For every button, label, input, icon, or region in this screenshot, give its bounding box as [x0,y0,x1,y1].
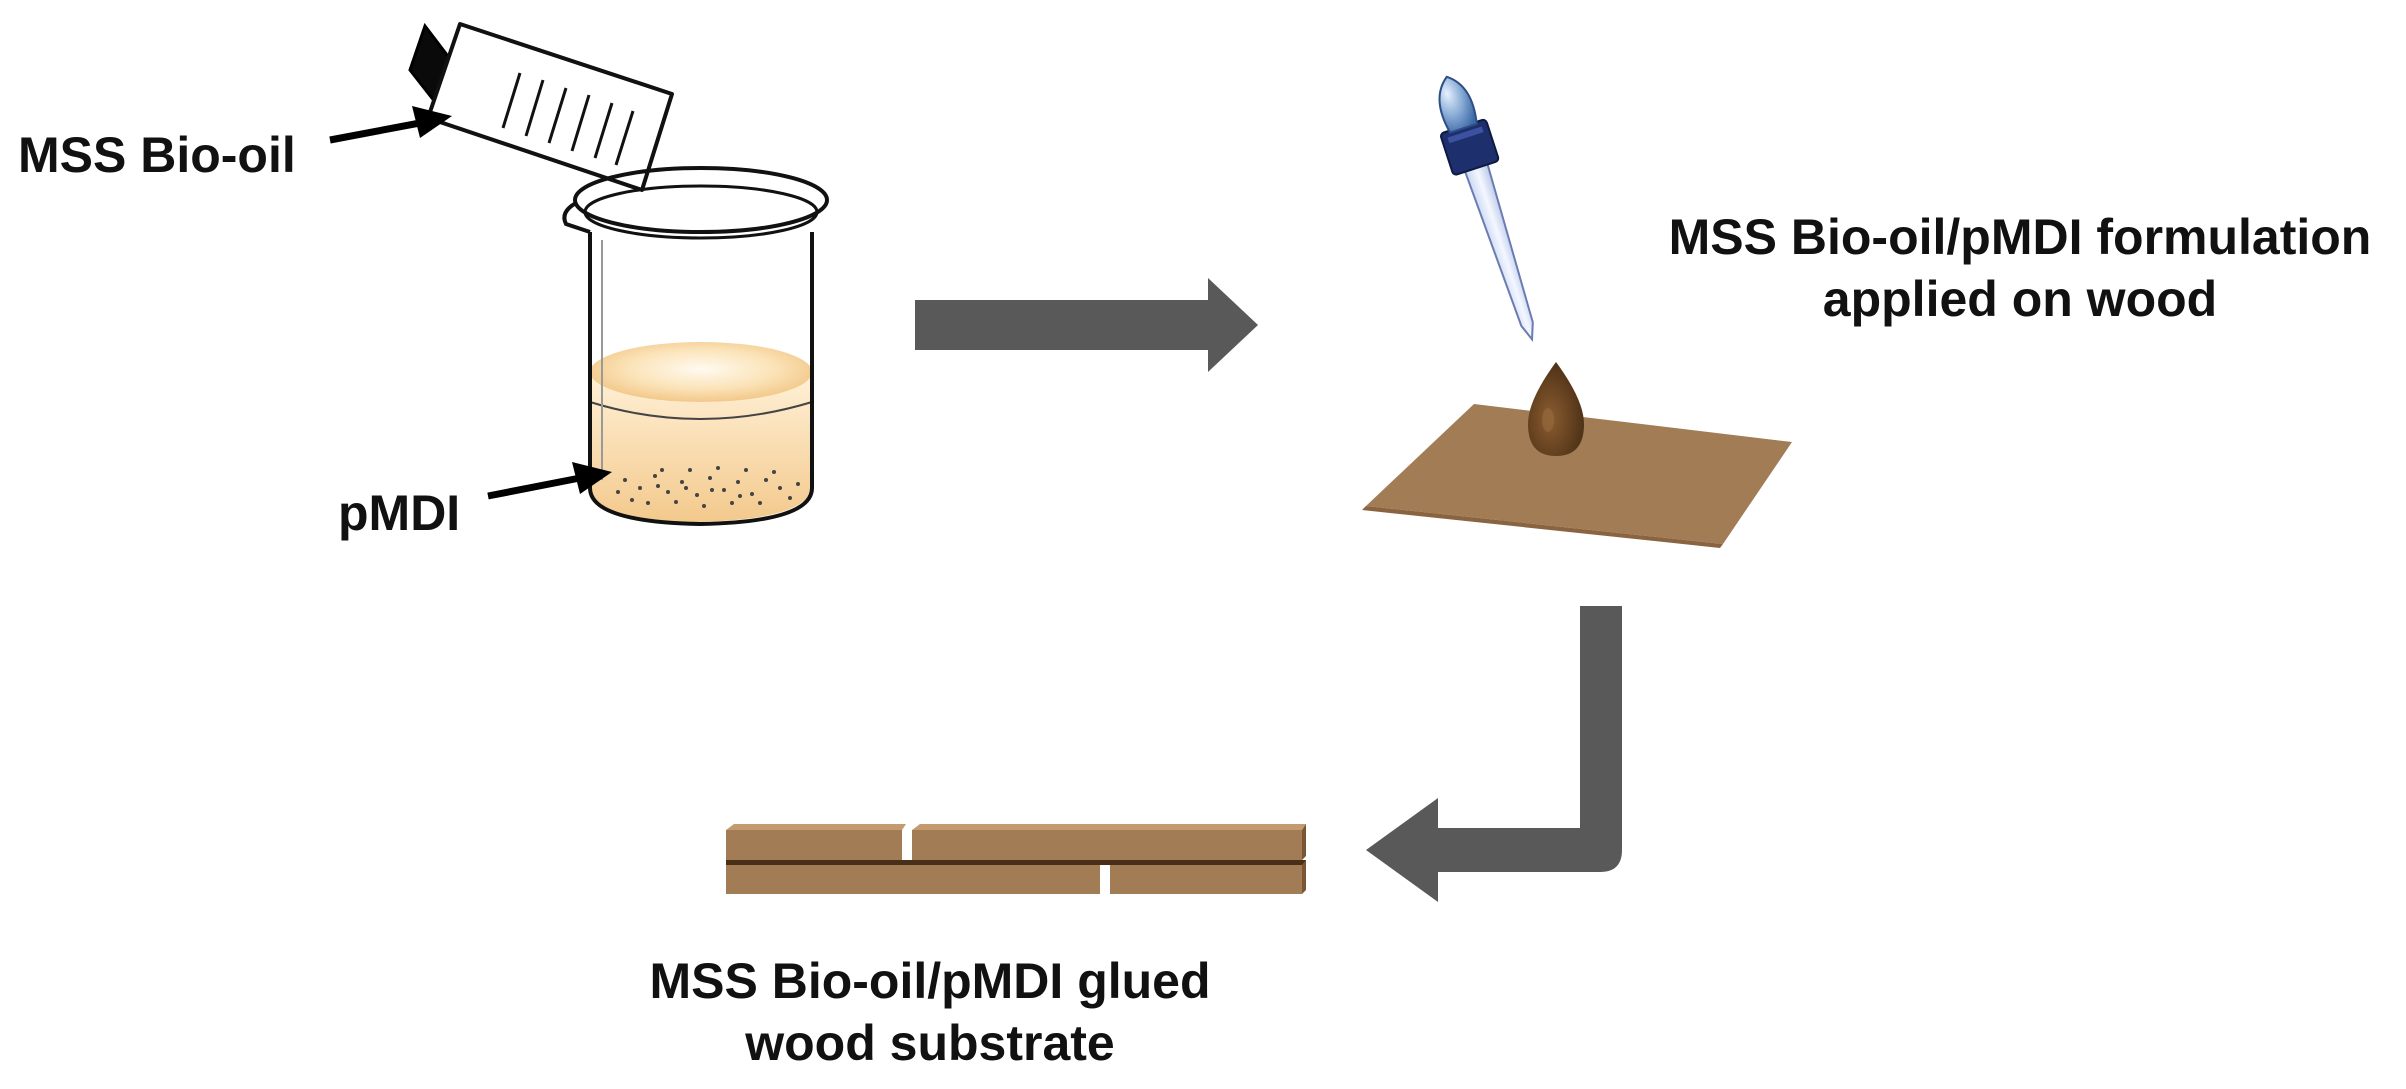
glue-line [726,860,1306,865]
bottom-board-right [1110,860,1306,894]
bio-oil-bottle [408,22,674,192]
formulation-label-line1: MSS Bio-oil/pMDI formulation [1668,209,2372,265]
top-board-left [726,824,906,860]
wood-plate [1362,404,1792,548]
bottom-board-left [726,865,1100,894]
glued-wood-substrate [726,824,1306,894]
formulation-label: MSS Bio-oil/pMDI formulation applied on … [1640,206,2400,330]
glued-substrate-label-line1: MSS Bio-oil/pMDI glued [649,953,1211,1009]
adhesive-drop [1528,362,1584,456]
pmdi-particles [616,466,800,508]
pmdi-pointer-arrow [487,462,612,500]
pmdi-label: pMDI [338,485,461,541]
bio-oil-pointer-arrow [329,106,452,144]
glued-substrate-label: MSS Bio-oil/pMDI glued wood substrate [580,950,1280,1074]
glued-substrate-label-line2: wood substrate [745,1015,1115,1071]
formulation-label-line2: applied on wood [1822,271,2218,327]
process-arrow-down-left [1366,606,1622,902]
process-arrow-right [915,278,1258,372]
top-board-right [912,824,1306,860]
beaker [562,166,829,527]
dropper [1438,75,1534,343]
bio-oil-label: MSS Bio-oil [18,127,296,183]
